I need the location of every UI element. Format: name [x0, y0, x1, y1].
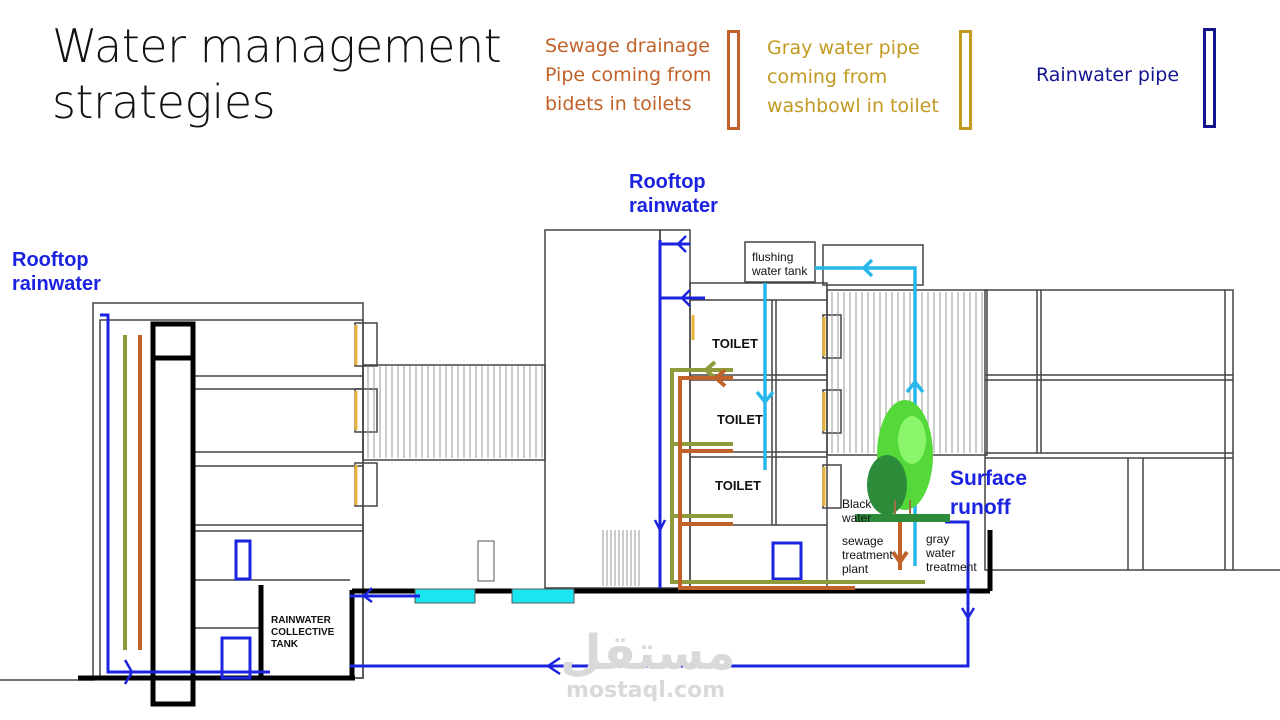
right-building — [984, 289, 1234, 571]
legend-rain-label: Rainwater pipe — [1036, 61, 1179, 90]
label-line: Rooftop — [629, 171, 706, 193]
label-rooftop-rainwater-left: Rooftop rainwater — [12, 248, 101, 296]
gray-water-pipes — [123, 335, 925, 650]
label-surface-runoff: Surface runoff — [950, 464, 1027, 522]
legend-sewage-line: bidets in toilets — [545, 93, 692, 115]
label-sewage-plant: sewage treatment plant — [842, 534, 893, 576]
legend-gray-swatch — [959, 30, 972, 130]
rainwater-pipes — [100, 240, 970, 680]
label-line: treatment — [926, 560, 977, 574]
legend-sewage-label: Sewage drainage Pipe coming from bidets … — [545, 32, 711, 119]
rainwater-arrows — [123, 235, 976, 685]
legend-gray-label: Gray water pipe coming from washbowl in … — [767, 34, 939, 121]
label-line: Black — [842, 497, 872, 511]
window-trims — [354, 315, 826, 506]
pool-2 — [511, 588, 575, 604]
label-toilet-3: TOILET — [712, 336, 758, 351]
label-flushing-tank: flushing water tank — [752, 250, 807, 278]
legend-sewage-swatch — [727, 30, 740, 130]
label-toilet-2: TOILET — [717, 412, 763, 427]
label-line: water — [926, 546, 956, 560]
label-line: treatment — [842, 548, 893, 562]
toilet-block — [689, 282, 828, 589]
legend-sewage-line: Pipe coming from — [545, 64, 712, 86]
label-line: Rooftop — [12, 249, 89, 271]
pool-1 — [414, 588, 476, 604]
legend-gray-line: coming from — [767, 66, 888, 88]
label-line: rainwater — [629, 195, 718, 217]
label-line: RAINWATER — [271, 615, 331, 626]
label-rooftop-rainwater-center: Rooftop rainwater — [629, 170, 718, 218]
page-title: Water management strategies — [52, 18, 502, 130]
watermark-arabic: مستقل — [560, 625, 736, 681]
sewage-pipes — [138, 335, 909, 650]
label-rainwater-tank: RAINWATER COLLECTIVE TANK — [271, 615, 334, 651]
label-toilet-1: TOILET — [715, 478, 761, 493]
legend-sewage-line: Sewage drainage — [545, 35, 710, 57]
legend-rain-line: Rainwater pipe — [1036, 64, 1180, 86]
label-line: flushing — [752, 250, 794, 264]
label-line: COLLECTIVE — [271, 627, 335, 638]
label-line: gray — [926, 532, 950, 546]
label-line: water tank — [752, 264, 808, 278]
legend-rain-swatch — [1203, 28, 1216, 128]
legend-gray-line: Gray water pipe — [767, 37, 920, 59]
watermark-latin: mostaql.com — [566, 678, 726, 703]
legend-gray-line: washbowl in toilet — [767, 95, 939, 117]
label-gray-treatment: gray water treatment — [926, 532, 977, 574]
title-line-2: strategies — [52, 75, 276, 129]
label-line: runoff — [950, 496, 1011, 519]
tree-icon — [855, 400, 950, 522]
label-line: sewage — [842, 534, 884, 548]
label-line: TANK — [271, 639, 299, 650]
label-line: plant — [842, 562, 869, 576]
rain-pipe-left — [100, 313, 270, 674]
label-line: Surface — [950, 467, 1028, 490]
label-line: rainwater — [12, 273, 101, 295]
rain-pipe-bottom — [350, 520, 970, 668]
label-black-water: Black water — [842, 497, 871, 525]
label-line: water — [842, 511, 872, 525]
title-line-1: Water management — [52, 19, 502, 73]
